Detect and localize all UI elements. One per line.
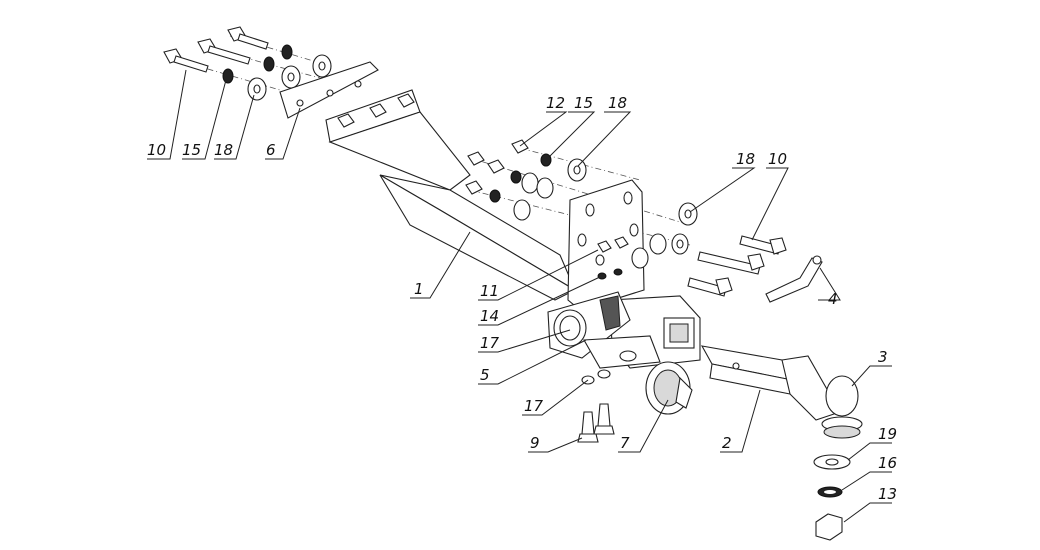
callout-19: 19: [878, 425, 897, 443]
drawbar-2: [700, 345, 841, 421]
callout-16: 16: [878, 454, 897, 472]
mounting-plate-6: [279, 61, 379, 119]
bolt-10-right: [739, 235, 787, 255]
spring-washer-15: [263, 56, 275, 72]
flat-washer-18: [247, 77, 267, 101]
callout-11: 11: [480, 282, 499, 300]
tow-ball-3: [821, 375, 863, 439]
callout-1: 1: [414, 280, 424, 298]
right-bolt-group: [631, 202, 787, 297]
callout-15: 15: [182, 141, 201, 159]
callout-5: 5: [480, 366, 490, 384]
callout-2: 2: [722, 434, 732, 452]
spring-washer-16: [817, 486, 843, 498]
flat-washer-18: [281, 65, 301, 89]
callout-9: 9: [530, 434, 540, 452]
side-bracket-1: [325, 89, 577, 301]
callout-10: 10: [768, 150, 787, 168]
upper-left-bolt-group: [163, 26, 332, 101]
spring-washer-15: [540, 153, 552, 167]
bolt-10-upper: [227, 26, 269, 50]
callout-18: 18: [608, 94, 627, 112]
callout-15: 15: [574, 94, 593, 112]
callout-18: 18: [214, 141, 233, 159]
flat-washer-18: [671, 233, 689, 255]
locking-pin-4: [765, 255, 823, 303]
mid-hardware-row: [465, 139, 691, 246]
callout-17: 17: [480, 334, 500, 352]
nuts-11-washers-14: [597, 236, 629, 280]
callout-6: 6: [266, 141, 276, 159]
bolts-9-washers-17: [577, 369, 615, 443]
spring-washer-15: [222, 68, 234, 84]
nut-13: [815, 513, 843, 541]
callout-14: 14: [480, 307, 499, 325]
callout-3: 3: [878, 348, 888, 366]
callout-4: 4: [828, 290, 838, 308]
flat-washer-18: [678, 202, 698, 226]
socket-plate-5: [547, 291, 661, 369]
callout-12: 12: [546, 94, 565, 112]
callout-labels: 10 15 18 6 1 12 15 18 18 10 4 11 14 17 5…: [147, 94, 897, 503]
bolt-10-lower: [163, 48, 209, 73]
bolt-10-middle: [197, 38, 251, 65]
spring-washer-15: [281, 44, 293, 60]
callout-18: 18: [736, 150, 755, 168]
callout-17: 17: [524, 397, 544, 415]
callout-13: 13: [878, 485, 897, 503]
washer-19: [813, 454, 851, 470]
callout-10: 10: [147, 141, 166, 159]
socket-cover-7: [645, 361, 693, 415]
flat-washer-18: [312, 54, 332, 78]
callout-7: 7: [620, 434, 630, 452]
leader-lines: [147, 69, 892, 523]
flat-washer-18: [567, 158, 587, 182]
